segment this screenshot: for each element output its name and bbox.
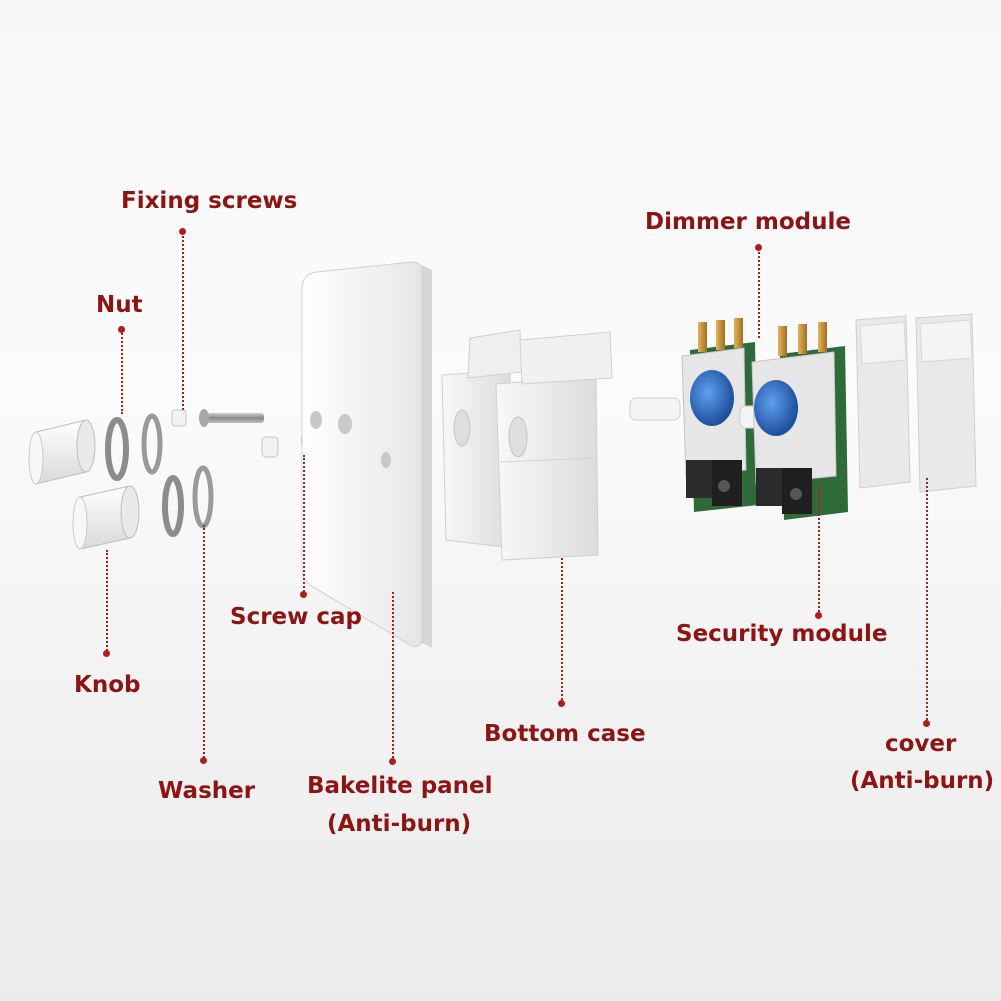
label-cover-note: (Anti-burn) (850, 768, 995, 794)
label-dimmer-module: Dimmer module (645, 209, 851, 235)
leader-cover (926, 478, 928, 724)
bottom-case-part (441, 329, 613, 561)
leader-dot-security-module (815, 612, 822, 619)
leader-washer (203, 525, 205, 761)
cover-part (855, 313, 977, 493)
dimmer-module-part (629, 318, 848, 520)
leader-fixing-screws (182, 232, 184, 410)
knob-part (28, 419, 140, 550)
label-bottom-case: Bottom case (484, 721, 646, 747)
leader-dot-washer (200, 757, 207, 764)
leader-dot-bakelite-panel (389, 758, 396, 765)
label-cover: cover (885, 731, 957, 757)
leader-knob (106, 550, 108, 654)
leader-dot-nut (118, 326, 125, 333)
label-bakelite-note: (Anti-burn) (327, 811, 472, 837)
bakelite-panel-part (301, 261, 432, 648)
nut-washer-parts (105, 413, 214, 537)
label-security-module: Security module (676, 621, 888, 647)
label-fixing-screws: Fixing screws (121, 188, 298, 214)
leader-dot-cover (923, 720, 930, 727)
leader-dot-bottom-case (558, 700, 565, 707)
label-knob: Knob (74, 672, 141, 698)
leader-dimmer-module (758, 248, 760, 338)
leader-nut (121, 330, 123, 414)
label-nut: Nut (96, 292, 143, 318)
label-bakelite-panel: Bakelite panel (307, 773, 493, 799)
label-screw-cap: Screw cap (230, 604, 363, 630)
leader-bakelite-panel (392, 592, 394, 762)
leader-security-module (818, 486, 820, 616)
leader-dot-knob (103, 650, 110, 657)
leader-dot-screw-cap (300, 591, 307, 598)
leader-screw-cap (303, 455, 305, 595)
leader-dot-dimmer-module (755, 244, 762, 251)
leader-dot-fixing-screws (179, 228, 186, 235)
label-washer: Washer (158, 778, 256, 804)
leader-bottom-case (561, 558, 563, 704)
